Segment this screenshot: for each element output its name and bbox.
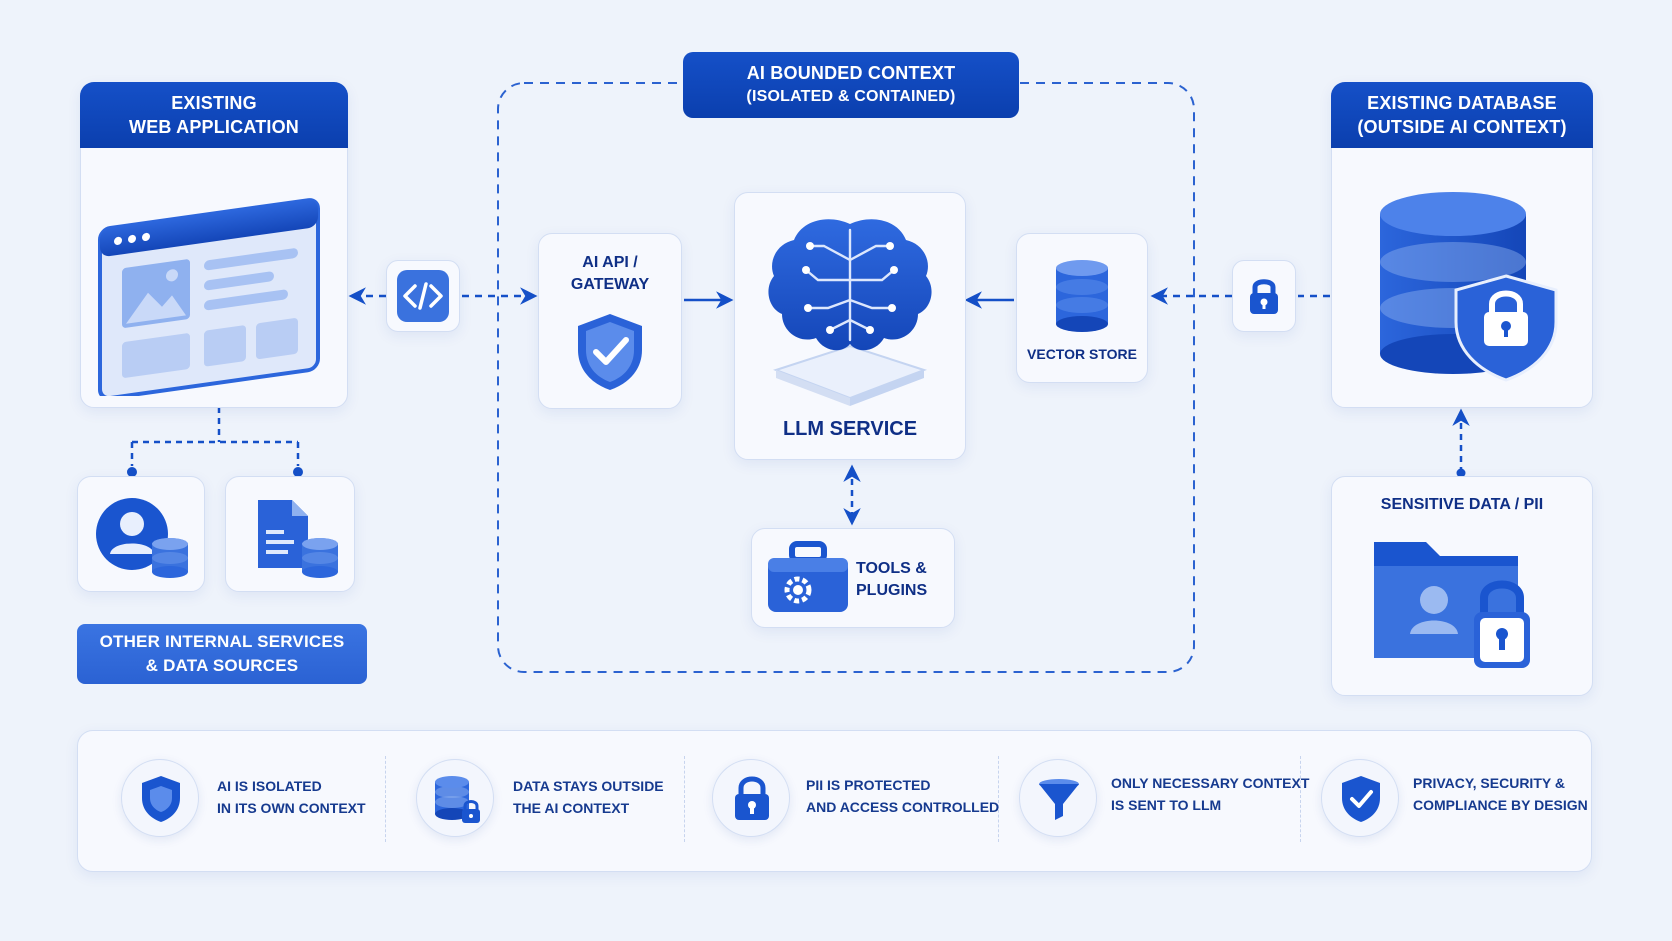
feature-context-icon [1019, 759, 1097, 837]
database-header: EXISTING DATABASE (OUTSIDE AI CONTEXT) [1331, 82, 1593, 148]
feature-data-outside-line1: DATA STAYS OUTSIDE [513, 778, 664, 794]
tools-label-line1: TOOLS & [856, 560, 927, 577]
feature-context-line2: IS SENT TO LLM [1111, 797, 1222, 813]
code-brackets-icon [397, 270, 449, 322]
feature-pii-line2: AND ACCESS CONTROLLED [806, 799, 1000, 815]
document-database-icon [258, 500, 338, 578]
vector-database-icon [1056, 260, 1108, 332]
gateway-label-line1: AI API / [582, 254, 638, 271]
internal-services-badge: OTHER INTERNAL SERVICES & DATA SOURCES [77, 624, 367, 684]
toolbox-gear-icon [768, 541, 848, 612]
folder-lock-icon [1374, 542, 1530, 668]
gateway-label-line2: GATEWAY [570, 276, 650, 293]
internal-services-line2: & DATA SOURCES [145, 656, 299, 675]
tree-connector [130, 396, 300, 466]
feature-compliance-text: PRIVACY, SECURITY & COMPLIANCE BY DESIGN [1413, 772, 1588, 816]
feature-data-outside-line2: THE AI CONTEXT [513, 800, 630, 816]
vector-store-label: VECTOR STORE [1027, 346, 1137, 362]
internal-services-line1: OTHER INTERNAL SERVICES [99, 632, 345, 651]
browser-window-icon [98, 198, 320, 396]
feature-compliance-line1: PRIVACY, SECURITY & [1413, 775, 1565, 791]
feature-divider [1300, 756, 1301, 842]
feature-isolated-line2: IN ITS OWN CONTEXT [217, 800, 366, 816]
sensitive-data-label: SENSITIVE DATA / PII [1380, 496, 1544, 513]
feature-data-outside-text: DATA STAYS OUTSIDE THE AI CONTEXT [513, 775, 664, 819]
tools-plugins-label: TOOLS & PLUGINS [856, 558, 948, 602]
feature-compliance-line2: COMPLIANCE BY DESIGN [1413, 797, 1588, 813]
tools-label-line2: PLUGINS [856, 582, 928, 599]
feature-divider [385, 756, 386, 842]
brain-circuit-icon [768, 219, 932, 406]
feature-pii-text: PII IS PROTECTED AND ACCESS CONTROLLED [806, 774, 999, 818]
feature-divider [684, 756, 685, 842]
ai-context-header: AI BOUNDED CONTEXT (ISOLATED & CONTAINED… [683, 52, 1019, 118]
database-shield-icon [1380, 192, 1558, 382]
feature-context-line1: ONLY NECESSARY CONTEXT [1111, 775, 1310, 791]
feature-data-outside-icon [416, 759, 494, 837]
shield-check-icon [578, 314, 642, 390]
ai-context-title-line1: AI BOUNDED CONTEXT [746, 63, 956, 83]
llm-service-label: LLM SERVICE [782, 418, 918, 440]
user-database-icon [96, 498, 188, 578]
web-app-title-line2: WEB APPLICATION [129, 117, 299, 137]
feature-isolated-icon [121, 759, 199, 837]
feature-compliance-icon [1321, 759, 1399, 837]
feature-isolated-line1: AI IS ISOLATED [217, 778, 322, 794]
feature-pii-icon [712, 759, 790, 837]
padlock-icon [1250, 279, 1278, 314]
feature-context-text: ONLY NECESSARY CONTEXT IS SENT TO LLM [1111, 772, 1309, 816]
ai-context-title-line2: (ISOLATED & CONTAINED) [746, 88, 956, 105]
database-title-line2: (OUTSIDE AI CONTEXT) [1357, 117, 1567, 137]
web-app-header: EXISTING WEB APPLICATION [80, 82, 348, 148]
database-title-line1: EXISTING DATABASE [1367, 93, 1557, 113]
gateway-label: AI API / GATEWAY [538, 252, 682, 296]
feature-divider [998, 756, 999, 842]
feature-pii-line1: PII IS PROTECTED [806, 777, 931, 793]
web-app-title-line1: EXISTING [171, 93, 257, 113]
feature-isolated-text: AI IS ISOLATED IN ITS OWN CONTEXT [217, 775, 366, 819]
